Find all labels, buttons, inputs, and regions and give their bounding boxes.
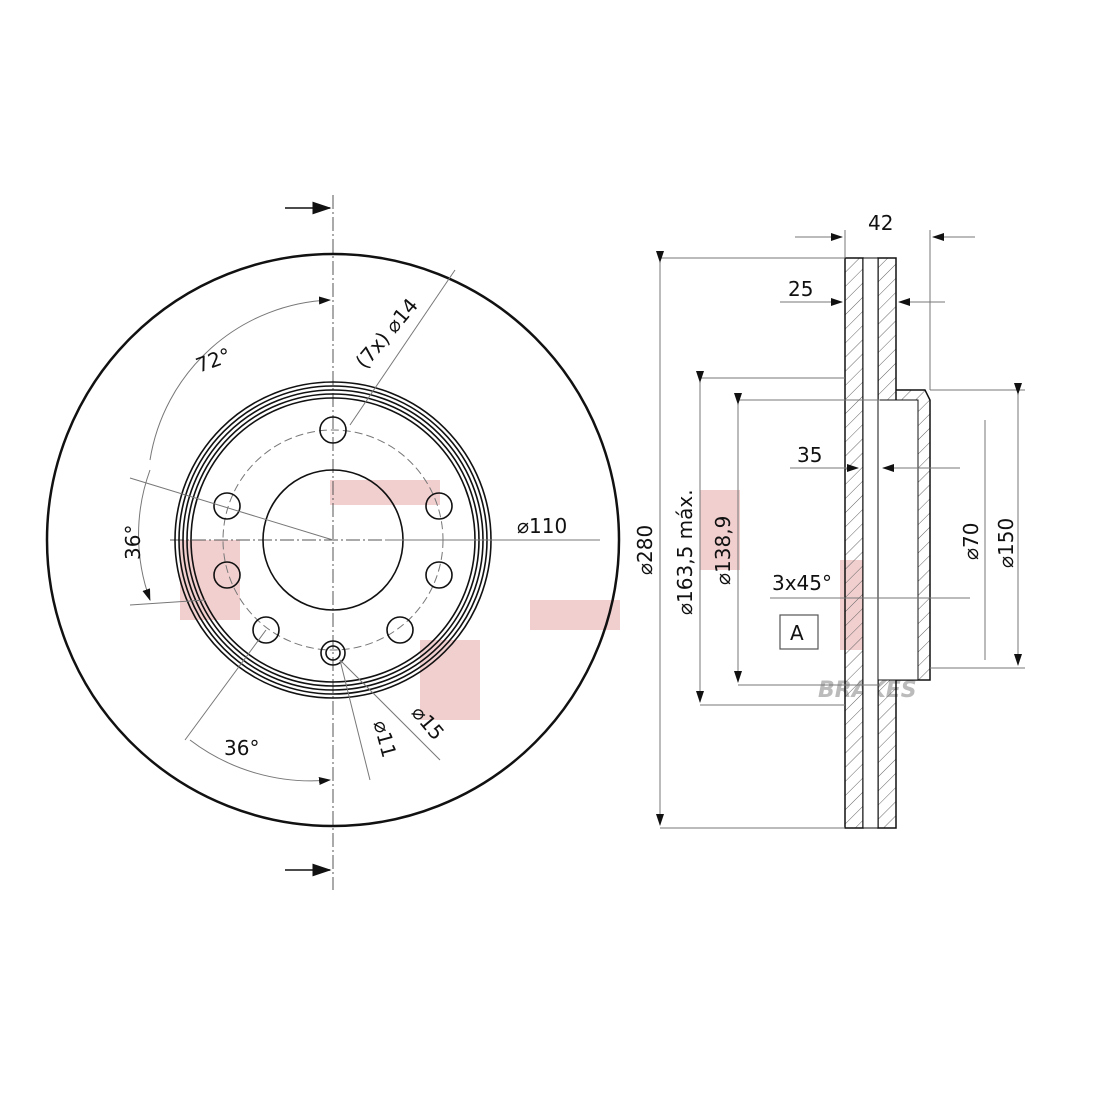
label-width-42: 42 (868, 211, 893, 235)
bolt-holes (213, 416, 453, 666)
datum-box (779, 614, 819, 650)
label-chamfer: 3x45° (772, 571, 832, 595)
outer-disc-edge (45, 252, 621, 828)
label-dia-70: ⌀70 (959, 523, 983, 561)
label-dia-163: ⌀163,5 máx. (673, 489, 697, 615)
label-angle-72: 72° (193, 343, 235, 378)
label-datum-a: A (790, 621, 804, 645)
label-angle-36-left: 36° (121, 525, 145, 560)
label-dia-150: ⌀150 (994, 518, 1018, 568)
label-dia-280: ⌀280 (633, 525, 657, 575)
label-angle-36-bottom: 36° (224, 736, 259, 760)
front-view: 72° 36° 36° (7x) ⌀14 ⌀110 ⌀11 ⌀15 (45, 195, 621, 890)
label-dia-138: ⌀138,9 (711, 516, 735, 585)
section-view: 42 25 35 3x45° A ⌀280 ⌀163,5 máx. ⌀138,9… (633, 211, 1025, 829)
label-hole-11: ⌀11 (369, 718, 402, 760)
label-thickness-25: 25 (788, 277, 813, 301)
label-offset-35: 35 (797, 443, 822, 467)
label-pcd-110: ⌀110 (517, 514, 567, 538)
